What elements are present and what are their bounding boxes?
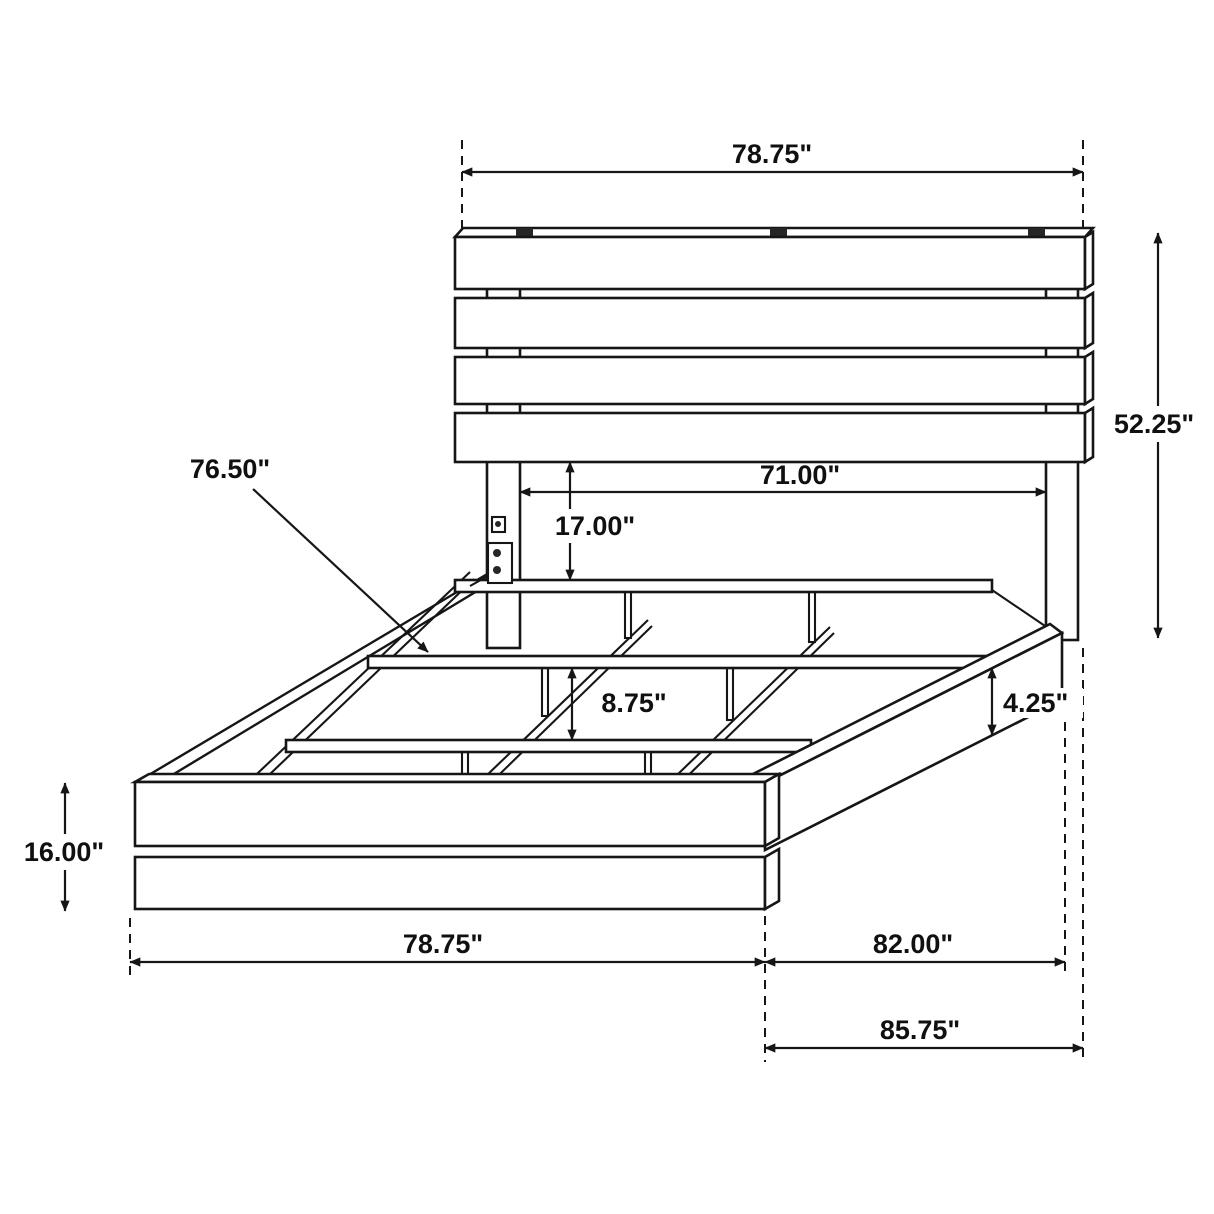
headboard-bracket-mark [516, 228, 533, 236]
slat-to-rail-connector [991, 589, 1049, 629]
bracket-plate [486, 541, 514, 585]
rail-line [245, 578, 475, 798]
dimension-label-footboard-width: 78.75" [403, 929, 483, 959]
dimension-label-overall-length: 85.75" [880, 1015, 960, 1045]
bracket-bolt [493, 566, 501, 574]
dimension-label-side-rail-height: 4.25" [1003, 688, 1068, 718]
label-background [1098, 406, 1213, 442]
footboard-plank-lower [133, 855, 767, 911]
headboard-plank-4 [453, 411, 1087, 464]
footboard-plank-upper-end [763, 771, 781, 849]
dimension-annotations: 78.75" 52.25" 71.00" 17.00" 8.75" 4.25" … [6, 139, 1213, 1053]
rail-line [148, 577, 498, 791]
label-background [538, 509, 652, 543]
slat-post [623, 588, 633, 640]
headboard-plank-2 [453, 296, 1087, 350]
headboard-plank-3 [453, 355, 1087, 406]
bed-slat [284, 738, 813, 754]
label-background [999, 688, 1083, 718]
headboard-plank-4-end [1083, 405, 1095, 465]
bed-slat [453, 578, 994, 594]
dimension-label-inner-width: 71.00" [760, 460, 840, 490]
headboard [452, 226, 1096, 465]
slat-post [807, 588, 817, 644]
headboard-plank-1 [453, 235, 1087, 291]
rail-bracket-hardware [469, 515, 514, 587]
rail-line [239, 571, 471, 791]
dimension-label-frame-length: 82.00" [873, 929, 953, 959]
leader-arrow-support-rail-length [252, 488, 429, 653]
dimension-label-headboard-width: 78.75" [732, 139, 812, 169]
left-side-rail [141, 568, 498, 798]
slat-post [725, 664, 735, 722]
dimension-label-support-rail-length: 76.50" [190, 454, 270, 484]
bracket-bolt [493, 549, 501, 557]
headboard-bracket-mark [1028, 228, 1045, 236]
bed-slat [366, 654, 995, 670]
headboard-plank-1-end [1083, 229, 1095, 292]
dimension-label-headboard-to-slat: 17.00" [555, 511, 635, 541]
slat-post [540, 664, 550, 718]
dimension-label-slat-support-height: 8.75" [601, 688, 666, 718]
label-background [6, 834, 124, 870]
footboard-plank-lower-end [763, 846, 781, 912]
bracket-bolt [495, 521, 501, 527]
dimension-label-footboard-height: 16.00" [24, 837, 104, 867]
bed-slats [284, 578, 995, 754]
bracket-line [469, 575, 489, 587]
dimension-label-headboard-height: 52.25" [1114, 409, 1194, 439]
headboard-bracket-mark [770, 228, 787, 236]
footboard-plank-upper [133, 780, 767, 848]
bed-frame [130, 226, 1096, 912]
footboard [130, 771, 784, 912]
headboard-plank-3-end [1083, 349, 1095, 407]
headboard-plank-2-end [1083, 290, 1095, 351]
